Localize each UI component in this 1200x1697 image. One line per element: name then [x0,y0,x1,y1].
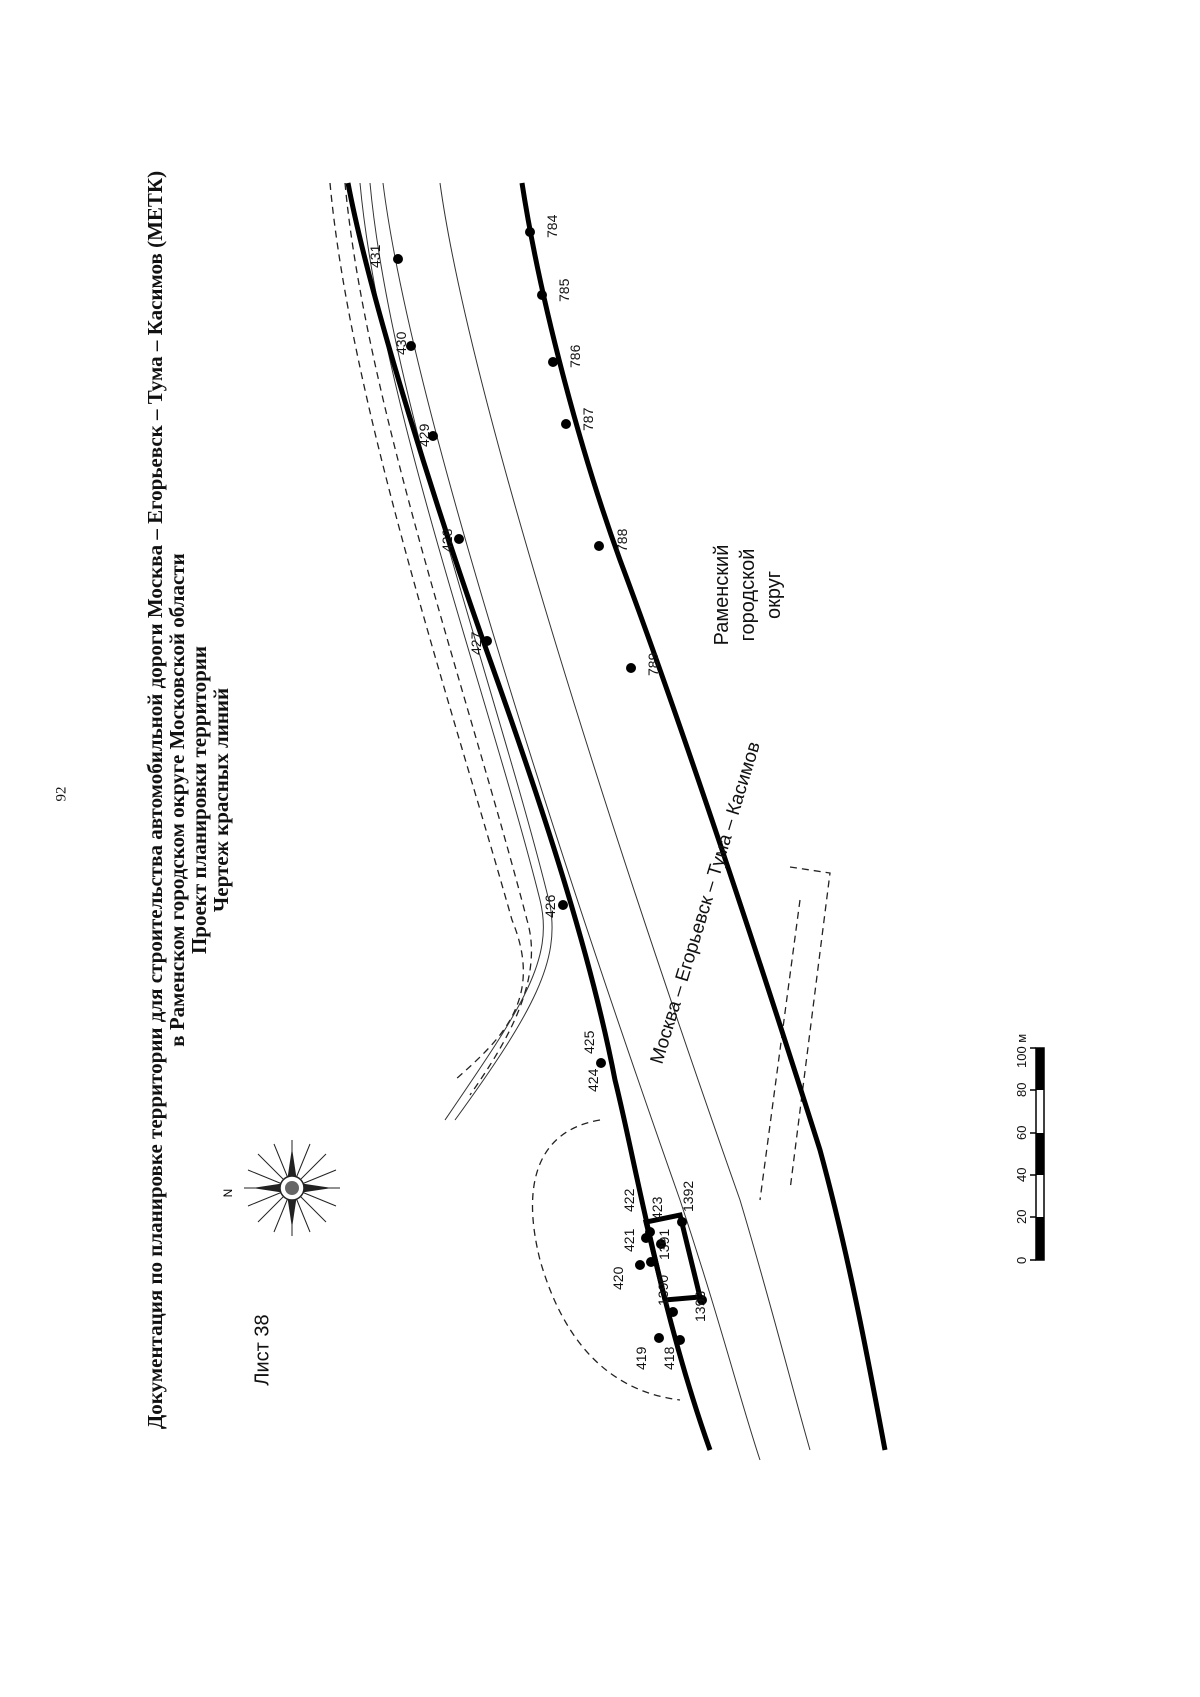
point-label-428: 428 [439,528,455,552]
side-road-edge [359,182,544,1121]
scale-bar: 0 20 40 60 80 100 м [1014,1034,1045,1264]
point-1391 [656,1239,666,1249]
point-1392 [677,1217,687,1227]
point-1390 [668,1307,678,1317]
point-431 [393,254,403,264]
road-boundary-dashed [329,182,524,1081]
south-points [525,227,636,673]
red-line-south [519,182,888,1451]
point-label-786: 786 [567,344,583,368]
point-421 [646,1257,656,1267]
point-422 [641,1233,651,1243]
plot-boundary-dashed [531,1119,681,1401]
road-boundary-dashed-inner [344,182,532,1096]
point-label-787: 787 [580,407,596,431]
point-label-418: 418 [661,1346,677,1370]
point-label-421: 421 [621,1228,637,1252]
point-label-423: 423 [649,1196,665,1220]
side-road-edge-2 [369,182,553,1121]
carriageway-edge-2 [439,182,811,1451]
point-label-426: 426 [542,894,558,918]
compass-rose-icon: N [221,1140,340,1236]
point-426 [558,900,568,910]
scale-tick-80: 80 [1014,1083,1029,1097]
point-784 [525,227,535,237]
point-787 [561,419,571,429]
road-label: Москва – Егорьевск – Тума – Касимов [647,739,765,1066]
point-label-422: 422 [621,1188,637,1212]
point-425 [596,1058,606,1068]
scale-tick-0: 0 [1014,1257,1029,1264]
point-418 [675,1335,685,1345]
scale-tick-60: 60 [1014,1126,1029,1140]
scale-tick-40: 40 [1014,1168,1029,1182]
north-points [393,254,685,1345]
block-points [656,1217,707,1317]
point-label-789: 789 [645,652,661,676]
point-788 [594,541,604,551]
point-429 [428,431,438,441]
point-785 [537,290,547,300]
point-427 [482,636,492,646]
point-1393 [697,1295,707,1305]
point-label-431: 431 [367,244,383,268]
point-428 [454,534,464,544]
point-label-784: 784 [544,214,560,238]
point-label-427: 427 [468,631,484,655]
point-label-1392: 1392 [680,1181,696,1212]
carriageway-edge [382,182,761,1461]
point-label-424: 424 [585,1068,601,1092]
point-label-1391: 1391 [656,1229,672,1260]
scale-tick-100: 100 м [1014,1034,1029,1068]
north-label: N [221,1189,235,1198]
point-420 [635,1260,645,1270]
district-label-line-2: городской [737,549,759,642]
point-label-1393: 1393 [692,1291,708,1322]
point-label-785: 785 [556,278,572,302]
point-label-1390: 1390 [655,1275,671,1306]
point-label-430: 430 [393,331,409,355]
access-strip-dashed [759,866,831,1201]
scale-tick-20: 20 [1014,1210,1029,1224]
point-label-425: 425 [581,1030,597,1054]
point-label-419: 419 [633,1346,649,1370]
point-label-420: 420 [610,1266,626,1290]
point-419 [654,1333,664,1343]
district-label-line-1: Раменский [711,545,733,646]
district-label-line-3: округ [763,571,785,619]
point-430 [406,341,416,351]
point-789 [626,663,636,673]
point-786 [548,357,558,367]
point-label-788: 788 [614,528,630,552]
point-label-429: 429 [416,423,432,447]
